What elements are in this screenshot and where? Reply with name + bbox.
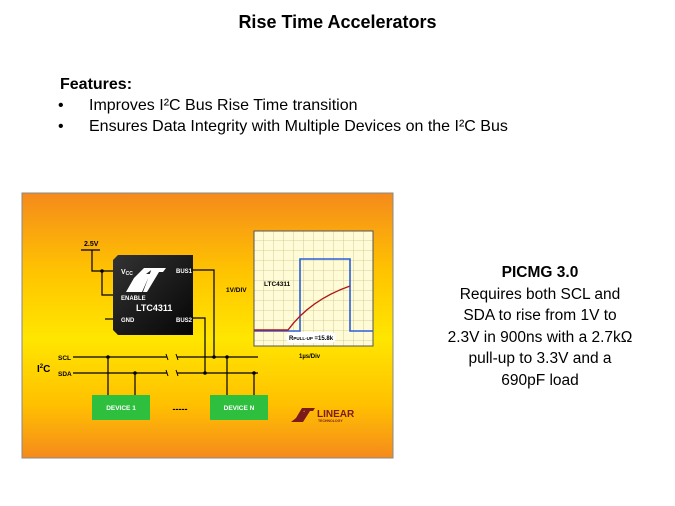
ltc4311-chip — [113, 255, 193, 335]
linear-technology-logo: LINEAR TECHNOLOGY — [291, 408, 355, 423]
device-1-label: DEVICE 1 — [106, 405, 136, 412]
note-line: 2.3V in 900ns with a 2.7kΩ — [447, 328, 633, 346]
y-scale-label: 1V/DIV — [226, 287, 247, 294]
pin-enable: ENABLE — [121, 296, 146, 302]
svg-text:TECHNOLOGY: TECHNOLOGY — [318, 419, 343, 423]
picmg-note: PICMG 3.0 Requires both SCL and SDA to r… — [410, 262, 670, 391]
svg-text:LINEAR: LINEAR — [317, 409, 355, 420]
device-n-box — [210, 395, 268, 420]
pin-bus2: BUS2 — [176, 318, 193, 324]
note-line: pull-up to 3.3V and a — [468, 350, 612, 367]
r-pullup-label: RPULL-UP =15.8k — [289, 336, 334, 342]
device-n-label: DEVICE N — [224, 405, 255, 412]
i2c-label: I2C — [37, 364, 50, 375]
lt-logo-icon — [126, 268, 166, 292]
bus-connections — [193, 269, 215, 373]
i2c-bus-lines — [73, 356, 258, 374]
trace-label: LTC4311 — [264, 281, 291, 288]
note-line: 690pF load — [501, 371, 579, 389]
junction-dots — [106, 355, 256, 375]
note-line: Requires both SCL and — [459, 285, 621, 303]
scl-label: SCL — [58, 355, 71, 362]
supply-label: 2.5V — [84, 241, 99, 248]
pin-vcc: VCC — [121, 269, 133, 277]
features-heading: Features: — [60, 76, 133, 93]
pin-bus1: BUS1 — [176, 269, 193, 275]
blue-trace — [254, 258, 373, 332]
sda-label: SDA — [58, 371, 72, 378]
note-heading: PICMG 3.0 — [501, 264, 579, 281]
pin-gnd: GND — [121, 318, 135, 324]
junction-dot — [100, 269, 104, 273]
device-1-box — [92, 395, 150, 420]
red-trace — [254, 285, 351, 331]
supply-wire — [81, 249, 113, 296]
slide-title: Rise Time Accelerators — [238, 12, 437, 32]
device-ellipsis: ----- — [173, 404, 188, 414]
x-scale-label: 1µs/Div — [299, 354, 321, 360]
note-line: SDA to rise from 1V to — [463, 307, 617, 324]
chip-name: LTC4311 — [136, 303, 172, 313]
